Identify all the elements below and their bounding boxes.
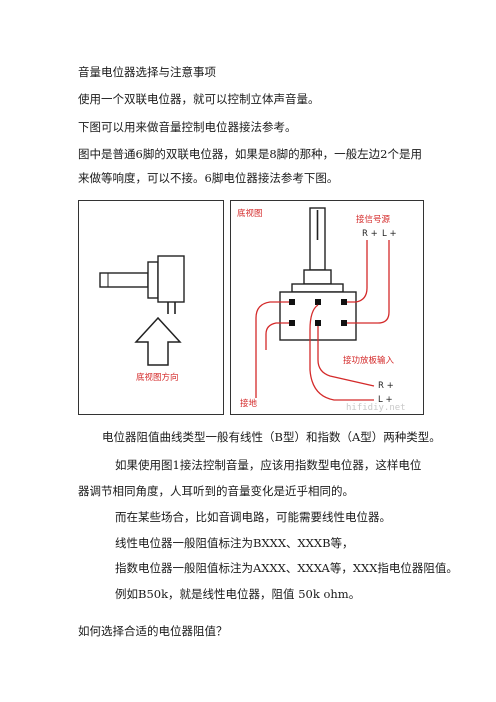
up-arrow-icon — [134, 316, 182, 366]
paragraph-6: 而在某些场合，比如音调电路，可能需要线性电位器。 — [115, 510, 391, 524]
signal-l-label: L + — [382, 229, 397, 239]
left-panel — [78, 200, 224, 415]
potentiometer-side-view — [99, 255, 185, 314]
right-title: 底视图 — [237, 208, 263, 219]
paragraph-9: 例如B50k，就是线性电位器，阻值 50k ohm。 — [115, 587, 361, 601]
potentiometer-pins — [289, 299, 347, 326]
doc-title: 音量电位器选择与注意事项 — [78, 65, 216, 79]
paragraph-2: 下图可以用来做音量控制电位器接法参考。 — [78, 120, 297, 134]
amp-input-label: 接功放板输入 — [343, 355, 395, 366]
wires — [255, 240, 390, 401]
amp-r-label: R + — [378, 381, 394, 391]
paragraph-3b: 来做等响度，可以不接。6脚电位器接法参考下图。 — [78, 171, 339, 185]
ground-label: 接地 — [240, 398, 258, 409]
signal-r-label: R + — [362, 229, 378, 239]
paragraph-4: 电位器阻值曲线类型一般有线性（B型）和指数（A型）两种类型。 — [102, 430, 441, 444]
paragraph-1: 使用一个双联电位器，就可以控制立体声音量。 — [78, 92, 320, 106]
paragraph-5a: 如果使用图1接法控制音量，应该用指数型电位器，这样电位 — [115, 458, 422, 472]
paragraph-7: 线性电位器一般阻值标注为BXXX、XXXB等， — [115, 536, 354, 550]
left-caption: 底视图方向 — [136, 372, 179, 383]
paragraph-5b: 器调节相同角度，人耳听到的音量变化是近乎相同的。 — [78, 484, 354, 498]
watermark: hifidiy.net — [346, 403, 406, 413]
paragraph-8: 指数电位器一般阻值标注为AXXX、XXXA等，XXX指电位器阻值。 — [115, 561, 458, 575]
wiring-figure: 底视图方向 底视图 接信号源 R + L + — [78, 200, 424, 416]
wiring-diagram: 底视图方向 底视图 接信号源 R + L + — [78, 200, 424, 415]
amp-l-label: L + — [378, 395, 393, 405]
signal-source-label: 接信号源 — [356, 214, 391, 225]
paragraph-3a: 图中是普通6脚的双联电位器，如果是8脚的那种，一般左边2个是用 — [78, 147, 422, 161]
paragraph-10: 如何选择合适的电位器阻值？ — [78, 624, 228, 638]
